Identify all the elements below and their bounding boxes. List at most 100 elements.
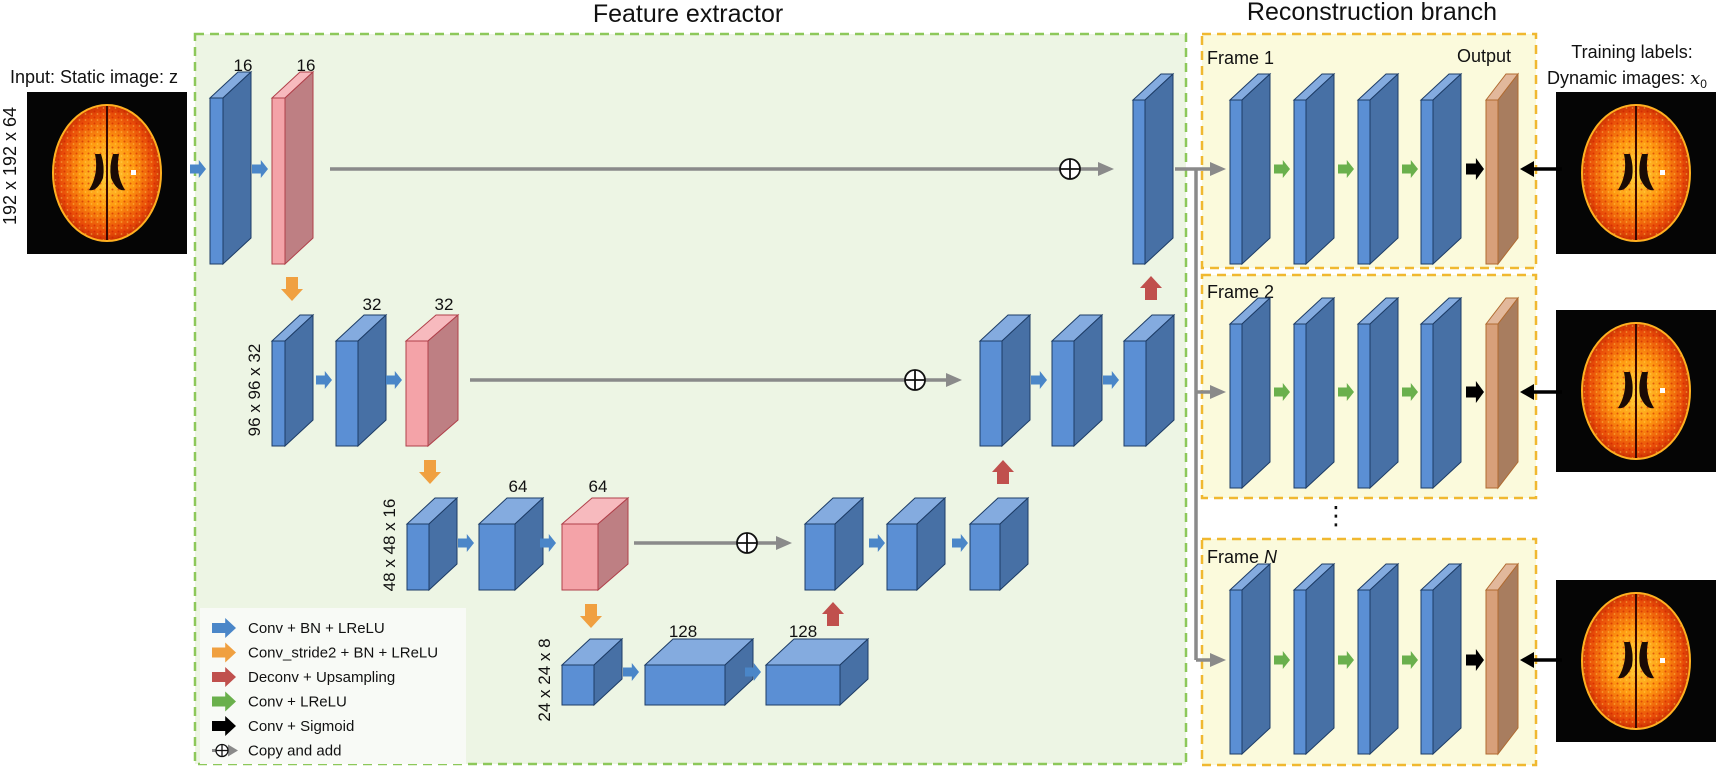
conv-block: [1228, 562, 1272, 756]
feature-extractor-heading: Feature extractor: [593, 0, 783, 28]
stride-arrow: [281, 277, 303, 301]
conv-arrow: [869, 534, 885, 552]
reconstruction-branch-heading: Reconstruction branch: [1247, 0, 1497, 26]
conv-block: [1292, 296, 1336, 490]
training-label-arrow-head: [1520, 652, 1534, 668]
frame-1-label: Frame 1: [1207, 48, 1274, 68]
conv-block: [1356, 72, 1400, 266]
stride-block: [560, 496, 630, 592]
conv-block: [1419, 72, 1463, 266]
frame-1-output-label: Output: [1457, 46, 1511, 66]
stride-arrow: [419, 460, 441, 484]
training-labels-line2: Dynamic images: x0: [1547, 68, 1707, 91]
conv-lrelu-arrow: [1402, 160, 1418, 178]
conv-block: [405, 496, 459, 592]
conv-block: [1356, 296, 1400, 490]
conv-sigmoid-arrow: [1466, 381, 1484, 403]
legend-panel: [200, 608, 466, 764]
circle-plus-icon: [736, 532, 758, 554]
conv-block: [1356, 562, 1400, 756]
conv-block: [1292, 562, 1336, 756]
stride-block: [270, 70, 315, 266]
legend-arrow-icon: [212, 716, 236, 736]
conv-lrelu-arrow: [1402, 651, 1418, 669]
bottleneck-dims: 24 x 24 x 8: [535, 638, 554, 721]
conv-block: [1122, 313, 1176, 448]
conv-lrelu-arrow: [1402, 383, 1418, 401]
legend-label: Copy and add: [248, 743, 341, 760]
legend-item: Copy and add: [212, 743, 341, 760]
legend-arrow-icon: [212, 642, 236, 663]
conv-arrow: [1103, 371, 1119, 389]
input-label: Input: Static image: z: [10, 67, 178, 87]
legend-item: Conv + Sigmoid: [212, 716, 354, 736]
label-brain-image-1-icon: [1555, 91, 1717, 255]
conv-arrow: [190, 160, 206, 178]
level2-channels-b: 32: [435, 295, 454, 314]
output-block: [1484, 562, 1520, 756]
circle-plus-icon: [1059, 158, 1081, 180]
conv-lrelu-arrow: [1338, 160, 1354, 178]
conv-block: [643, 637, 755, 707]
conv-block: [477, 496, 545, 592]
legend-label: Deconv + Upsampling: [248, 669, 395, 686]
deconv-arrow: [992, 460, 1014, 484]
deconv-arrow: [822, 602, 844, 626]
legend-item: Conv + BN + LReLU: [212, 618, 385, 638]
training-label-arrow-head: [1520, 384, 1534, 400]
conv-lrelu-arrow: [1338, 383, 1354, 401]
conv-sigmoid-arrow: [1466, 649, 1484, 671]
level3-dims: 48 x 48 x 16: [380, 499, 399, 592]
conv-block: [560, 637, 624, 707]
frames-ellipsis: ⋮: [1324, 502, 1349, 530]
flow-arrows: [190, 158, 1562, 681]
legend-item: Conv_stride2 + BN + LReLU: [212, 642, 438, 663]
conv-block: [978, 313, 1032, 448]
frame-2-label: Frame 2: [1207, 282, 1274, 302]
label-brain-image-2-icon: [1555, 309, 1717, 473]
input-brain-image-icon: [26, 91, 188, 255]
bottleneck-channels-a: 128: [669, 622, 697, 641]
conv-arrow: [623, 663, 639, 681]
conv-arrow: [458, 534, 474, 552]
conv-block: [1419, 296, 1463, 490]
input-dims: 192 x 192 x 64: [0, 107, 20, 225]
frame-n-label: Frame N: [1207, 547, 1278, 567]
conv-lrelu-arrow: [1274, 160, 1290, 178]
stride-block: [404, 313, 460, 448]
conv-block: [764, 637, 870, 707]
conv-arrow: [316, 371, 332, 389]
conv-block: [803, 496, 865, 592]
level3-channels-a: 64: [509, 477, 528, 496]
conv-block: [334, 313, 388, 448]
conv-block: [968, 496, 1030, 592]
deconv-arrow: [1140, 276, 1162, 300]
conv-block: [1228, 72, 1272, 266]
level2-channels-a: 32: [363, 295, 382, 314]
legend-label: Conv + BN + LReLU: [248, 620, 385, 637]
legend: Conv + BN + LReLU Conv_stride2 + BN + LRe…: [212, 618, 438, 760]
legend-label: Conv + Sigmoid: [248, 718, 354, 735]
skip-connections: [330, 162, 1226, 667]
conv-block: [1419, 562, 1463, 756]
legend-label: Conv_stride2 + BN + LReLU: [248, 645, 438, 662]
conv-arrow: [386, 371, 402, 389]
label-brain-image-n-icon: [1555, 579, 1717, 743]
conv-arrow: [540, 534, 556, 552]
training-labels-line1: Training labels:: [1571, 42, 1692, 62]
legend-arrow-icon: [212, 618, 236, 638]
conv-block: [1292, 72, 1336, 266]
legend-item: Deconv + Upsampling: [212, 667, 395, 687]
conv-arrow: [252, 160, 268, 178]
conv-sigmoid-arrow: [1466, 158, 1484, 180]
conv-lrelu-arrow: [1338, 651, 1354, 669]
conv-lrelu-arrow: [1274, 651, 1290, 669]
conv-block: [1228, 296, 1272, 490]
level2-dims: 96 x 96 x 32: [245, 344, 264, 437]
bottleneck-channels-b: 128: [789, 622, 817, 641]
layer-blocks: [208, 70, 1520, 756]
legend-arrow-icon: [212, 691, 236, 712]
conv-block: [1131, 72, 1175, 266]
circle-plus-icon: [904, 369, 926, 391]
